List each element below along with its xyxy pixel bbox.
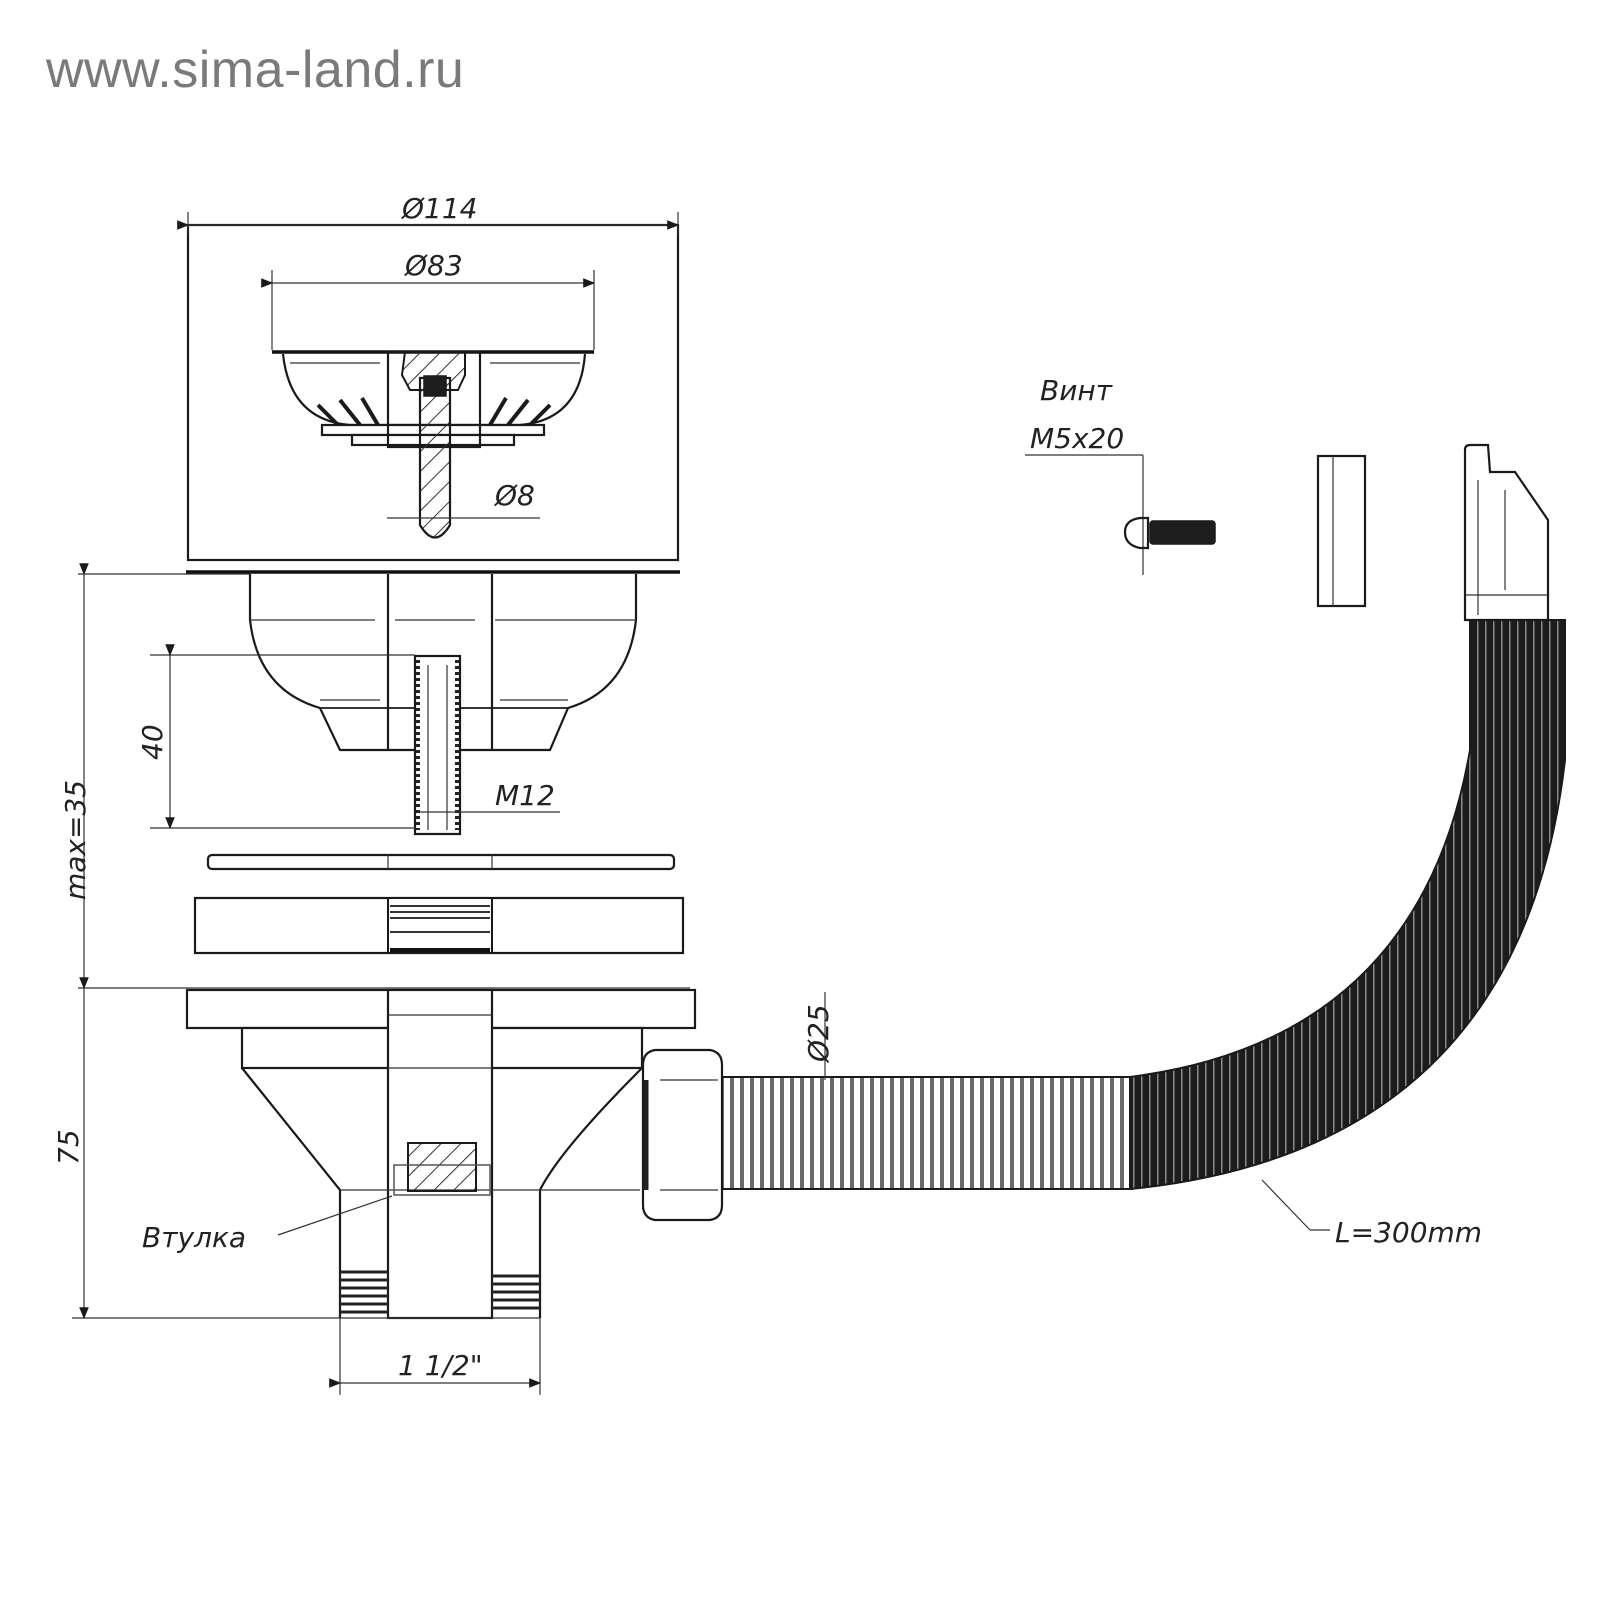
stem <box>418 376 452 539</box>
dim-text-114: Ø114 <box>401 192 477 225</box>
strainer-assembly: Ø114 Ø83 Ø8 <box>177 192 680 562</box>
spacer-block <box>1316 454 1367 608</box>
dim-text-83: Ø83 <box>404 249 463 282</box>
label-bushing: Втулка <box>142 1221 246 1254</box>
dim-text-m12: M12 <box>495 779 555 812</box>
dim-text-8: Ø8 <box>494 479 535 512</box>
threaded-bolt <box>413 654 462 836</box>
overflow-hose: Ø25 L=300mm <box>641 443 1566 1249</box>
outlet-body: Втулка <box>142 988 697 1320</box>
label-screw-title: Винт <box>1040 374 1113 407</box>
screw-shaft <box>1149 520 1216 545</box>
screw-m5x20: Винт M5x20 <box>1025 374 1216 575</box>
drain-body: M12 40 <box>136 574 638 836</box>
bushing <box>407 1142 477 1192</box>
dim-text-25: Ø25 <box>802 1004 835 1063</box>
dim-text-outlet: 1 1/2" <box>398 1349 483 1382</box>
dim-text-75: 75 <box>52 1129 85 1165</box>
dim-text-max35: max=35 <box>59 780 92 900</box>
union-nut <box>641 1048 724 1222</box>
locking-nut <box>193 896 685 955</box>
thin-gasket <box>206 853 676 871</box>
dim-text-hose-length: L=300mm <box>1335 1216 1482 1249</box>
label-screw-size: M5x20 <box>1030 422 1124 455</box>
dim-text-40: 40 <box>136 724 169 760</box>
watermark: www.sima-land.ru <box>46 41 465 99</box>
corrugated-hose-bend <box>1129 619 1566 1191</box>
overflow-fitting <box>1463 443 1550 622</box>
